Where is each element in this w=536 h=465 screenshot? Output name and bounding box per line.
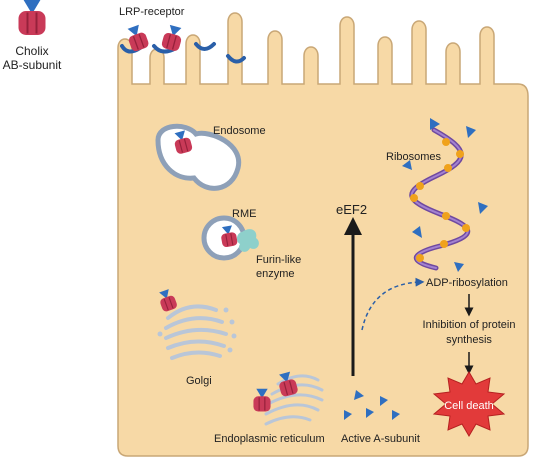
er-icon [264, 374, 324, 426]
cholix-toxin-icon [17, 0, 47, 36]
active-a-label: Active A-subunit [341, 433, 420, 445]
ribosome-icon [402, 118, 488, 272]
cholix-label-line2: AB-subunit [3, 58, 62, 72]
lrp-receptor-label: LRP-receptor [119, 6, 185, 18]
bound-toxin-2 [160, 23, 185, 53]
cell-death-label: Cell death [444, 400, 494, 412]
furin-enzyme-icon [236, 229, 259, 252]
cholix-label-line1: Cholix [15, 44, 48, 58]
endosome [155, 123, 242, 191]
endosome-label: Endosome [213, 125, 266, 137]
eef2-label: eEF2 [336, 202, 367, 217]
active-a-subunits [344, 390, 400, 420]
er-label: Endoplasmic reticulum [214, 433, 325, 445]
starburst-icon [432, 371, 506, 437]
rme-label: RME [232, 208, 256, 220]
furin-label-line1: Furin-like [256, 254, 301, 266]
inhibition-label-line2: synthesis [446, 334, 492, 346]
golgi-label: Golgi [186, 375, 212, 387]
furin-label-line2: enzyme [256, 268, 295, 280]
golgi-icon [157, 304, 237, 360]
ribosomes-label: Ribosomes [386, 151, 442, 163]
adp-ribosylation-label: ADP-ribosylation [426, 277, 508, 289]
inhibition-label-line1: Inhibition of protein [423, 319, 516, 331]
dashed-arrow [361, 277, 425, 331]
